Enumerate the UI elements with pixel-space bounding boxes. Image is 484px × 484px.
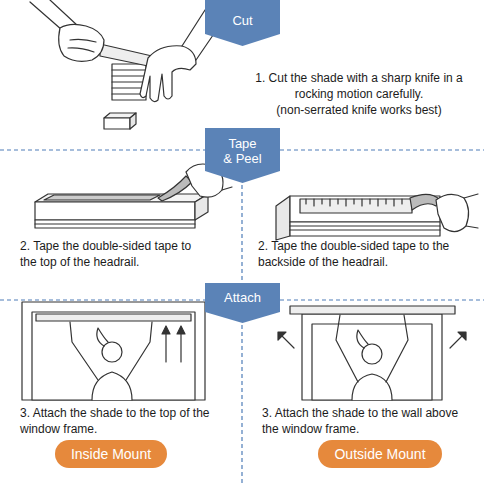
cutting-illustration-part xyxy=(68,39,96,52)
tape-back-illustration-part xyxy=(290,222,440,236)
tape-top-illustration-part xyxy=(195,194,208,220)
cutting-illustration-part xyxy=(140,46,196,102)
step-tab: Attach xyxy=(205,283,280,323)
inside-mount-illustration-part xyxy=(162,326,185,334)
tab-fill xyxy=(205,128,280,183)
tape-back-illustration-part xyxy=(290,226,440,230)
tab-label: Attach xyxy=(223,291,263,306)
inside-mount-illustration-part xyxy=(166,330,181,362)
step-instruction: 3. Attach the shade to the top of the wi… xyxy=(20,405,215,437)
tape-top-illustration-part xyxy=(44,195,160,200)
tape-back-illustration-part xyxy=(276,196,290,240)
tape-back-illustration-part xyxy=(410,194,440,210)
outside-mount-illustration-part xyxy=(290,306,455,314)
outside-mount-illustration-part xyxy=(362,344,382,364)
cutting-illustration-part xyxy=(130,113,136,129)
inside-mount-illustration-part xyxy=(32,312,195,400)
cutting-illustration-part xyxy=(59,24,104,61)
step-instruction: 3. Attach the shade to the wall above th… xyxy=(262,405,467,437)
tape-back-illustration-part xyxy=(436,194,469,231)
outside-mount-illustration-part xyxy=(302,314,442,400)
mount-pill: Inside Mount xyxy=(55,440,167,468)
outside-mount-illustration-part xyxy=(278,332,466,340)
cutting-illustration-part xyxy=(50,0,78,26)
section-divider xyxy=(0,150,484,484)
tab-fill xyxy=(205,0,280,46)
inside-mount-illustration xyxy=(22,302,205,400)
inside-mount-illustration-part xyxy=(102,342,122,362)
step-instruction: 2. Tape the double-sided tape to the top… xyxy=(20,238,205,270)
inside-mount-illustration-part xyxy=(70,322,152,380)
tape-top-illustration-part xyxy=(158,176,192,201)
mount-label: Outside Mount xyxy=(334,446,425,463)
step-instruction: (non-serrated knife works best) xyxy=(248,102,470,118)
inside-mount-illustration-part xyxy=(92,372,132,400)
inside-mount-illustration-part xyxy=(22,302,205,400)
tape-back-illustration-part xyxy=(464,194,478,228)
cutting-illustration-part xyxy=(100,44,152,66)
tape-top-illustration-part xyxy=(35,194,208,202)
tape-top-illustration-part xyxy=(35,202,195,220)
cutting-illustration-part xyxy=(104,118,130,129)
step-tab: Cut xyxy=(205,0,280,46)
outside-mount-illustration-part xyxy=(352,374,392,400)
tape-back-illustration-part xyxy=(300,199,412,213)
outside-mount-illustration-part xyxy=(312,324,432,400)
section-divider-part xyxy=(241,178,242,484)
step-tab: Tape & Peel xyxy=(205,128,280,183)
tape-top-illustration xyxy=(35,160,232,228)
mount-pill: Outside Mount xyxy=(318,440,442,468)
outside-mount-illustration xyxy=(278,306,466,400)
outside-mount-illustration-part xyxy=(336,315,408,382)
inside-mount-illustration-part xyxy=(97,328,108,346)
outside-mount-illustration-part xyxy=(357,330,368,348)
inside-mount-illustration-part xyxy=(36,314,191,321)
tape-back-illustration-part xyxy=(306,199,402,206)
tape-back-illustration xyxy=(276,194,478,240)
step-instruction: 2. Tape the double-sided tape to the bac… xyxy=(258,238,450,270)
step-instruction: 1. Cut the shade with a sharp knife in a… xyxy=(248,70,470,102)
cutting-illustration xyxy=(30,0,222,129)
tab-label: Tape & Peel xyxy=(223,137,263,167)
tape-top-illustration-part xyxy=(35,220,195,228)
tape-top-illustration-part xyxy=(35,223,195,224)
tab-label: Cut xyxy=(223,14,263,29)
outside-mount-illustration-part xyxy=(280,334,464,348)
mount-label: Inside Mount xyxy=(71,446,151,463)
tab-fill xyxy=(205,283,280,323)
